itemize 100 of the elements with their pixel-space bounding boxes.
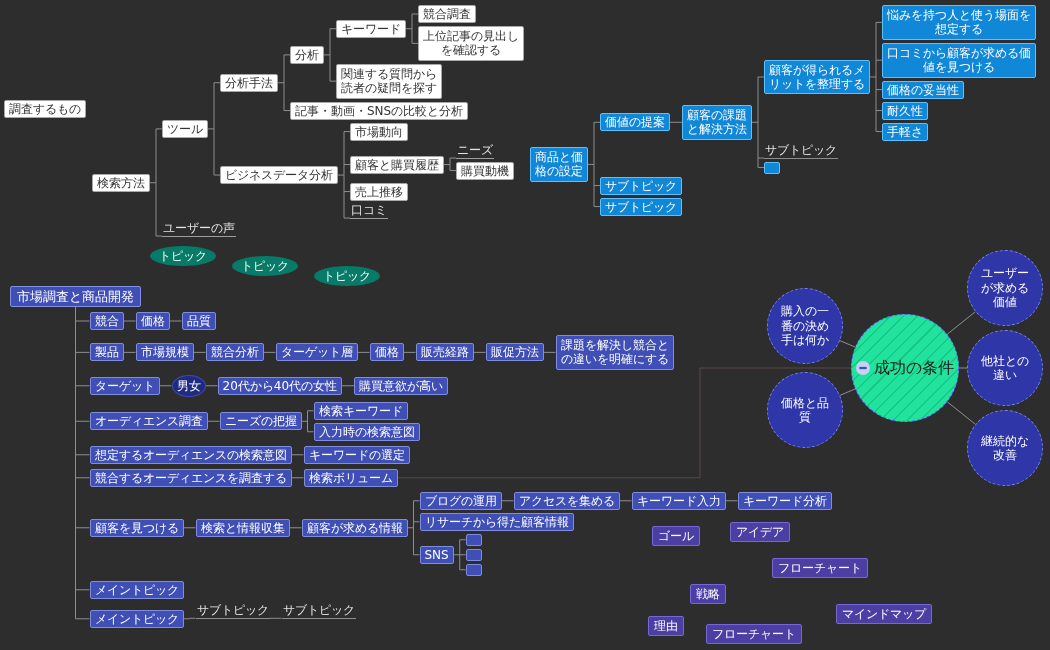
connector-line [123, 320, 136, 322]
connector-line [407, 500, 420, 556]
topic-box: 検索方法 [92, 173, 150, 192]
connector-line [751, 76, 765, 169]
topic-box: 販売経路 [415, 343, 474, 362]
topic-box: 検索ボリューム [303, 468, 398, 487]
topic-box: 購買動機 [456, 161, 514, 180]
topic-box: 上位記事の見出しを確認する [418, 26, 524, 61]
connector-line [291, 454, 304, 456]
connector-line [543, 351, 556, 353]
topic-box: ビジネスデータ分析 [220, 166, 338, 185]
floating-topic-box: アイデア [730, 522, 790, 542]
topic-oval: トピック [232, 256, 298, 276]
topic-box: 販促方法 [485, 343, 544, 362]
topic-box: 耐久性 [882, 101, 928, 120]
topic-text: サブトピック [281, 603, 356, 619]
connector-line [291, 477, 304, 479]
topic-box: ツール [162, 119, 208, 138]
connector-line [205, 385, 218, 387]
topic-box: メイントピック [89, 580, 184, 599]
connector-line [337, 131, 351, 219]
connector-line [207, 82, 221, 176]
topic-box: ターゲット [89, 376, 160, 395]
connector-line [587, 121, 601, 208]
topic-oval: トピック [150, 246, 216, 266]
connector-line [397, 367, 852, 479]
floating-topic-box: 戦略 [690, 584, 726, 604]
topic-box: 売上推移 [350, 182, 408, 201]
topic-box: 分析手法 [220, 73, 278, 92]
connector-line [263, 351, 276, 353]
topic-box: 価値の提案 [600, 113, 670, 132]
connector-line [183, 527, 196, 529]
connector-line [323, 28, 337, 82]
topic-box: 価格 [369, 343, 404, 362]
topic-box: 顧客と購買履歴 [350, 155, 444, 174]
topic-box: 製品 [89, 343, 124, 362]
connector-line [159, 385, 172, 387]
floating-topic-box: ゴール [652, 526, 700, 546]
topic-box: サブトピック [600, 197, 682, 216]
floating-topic-box: フローチャート [772, 558, 868, 578]
topic-box: 関連する質問から読者の疑問を探す [336, 63, 442, 99]
connector-line [289, 527, 302, 529]
topic-box: 顧客を見つける [89, 518, 184, 537]
topic-box: キーワード分析 [737, 491, 832, 510]
topic-box: 検索キーワード [313, 401, 408, 420]
topic-circle: 他社との違い [967, 330, 1043, 406]
topic-box: 市場動向 [350, 122, 408, 141]
topic-box: 競合するオーディエンスを調査する [89, 468, 292, 487]
topic-box: ブログの運用 [419, 491, 502, 510]
connector-line [443, 157, 457, 172]
connector-line [183, 617, 196, 620]
topic-oval: トピック [314, 266, 380, 286]
connector-line [473, 351, 486, 353]
topic-box: リサーチから得た顧客情報 [419, 512, 574, 531]
topic-box: サブトピック [600, 176, 682, 195]
connector-line [946, 401, 976, 425]
connector-line [669, 121, 683, 123]
connector-line [123, 351, 136, 353]
topic-text: ユーザーの声 [162, 221, 236, 237]
connector-line [405, 13, 419, 44]
topic-box: 検索と情報収集 [195, 518, 290, 537]
connector-line [357, 351, 370, 353]
topic-box: キーワード入力 [631, 491, 726, 510]
connector-line [75, 306, 90, 620]
topic-box: ターゲット層 [275, 343, 358, 362]
topic-box: 価格 [135, 312, 170, 330]
topic-box: ニーズの把握 [219, 412, 302, 431]
connector-line [301, 410, 314, 433]
topic-box [465, 563, 482, 576]
topic-text: サブトピック [764, 143, 838, 159]
topic-box: 価格の妥当性 [882, 80, 964, 99]
topic-box: 入力時の検索意図 [313, 422, 420, 441]
topic-box: 競合調査 [418, 5, 476, 23]
topic-box: 調査するもの [4, 100, 86, 118]
topic-box [465, 548, 482, 561]
topic-box [764, 161, 780, 174]
topic-box: 分析 [290, 45, 324, 64]
topic-box: 悩みを持つ人と使う場面を想定する [882, 5, 1036, 40]
connector-line [341, 385, 355, 387]
connector-line [839, 340, 856, 348]
topic-text: 口コミ [350, 203, 388, 219]
floating-topic-box: 理由 [648, 616, 684, 636]
topic-box: 競合分析 [205, 343, 264, 362]
topic-box: アクセスを集める [513, 491, 620, 510]
topic-box: SNS [419, 545, 454, 564]
topic-box: 市場規模 [135, 343, 194, 362]
topic-box: 課題を解決し競合との違いを明確にする [555, 335, 674, 370]
topic-box: 記事・動画・SNSの比較と分析 [290, 101, 469, 120]
topic-box: オーディエンス調査 [89, 412, 208, 431]
topic-box: 商品と価格の設定 [530, 147, 588, 182]
topic-circle: 購入の一番の決め手は何か [767, 288, 843, 364]
connector-line [619, 500, 632, 502]
topic-box: 想定するオーディエンスの検索意図 [89, 445, 292, 464]
connector-line [839, 388, 856, 396]
connector-line [269, 617, 282, 619]
topic-circle: 継続的な改善 [967, 410, 1043, 486]
connector-line [869, 21, 883, 133]
connector-line [149, 128, 163, 237]
floating-topic-box: マインドマップ [836, 604, 932, 624]
topic-box: 顧客が求める情報 [301, 518, 408, 537]
